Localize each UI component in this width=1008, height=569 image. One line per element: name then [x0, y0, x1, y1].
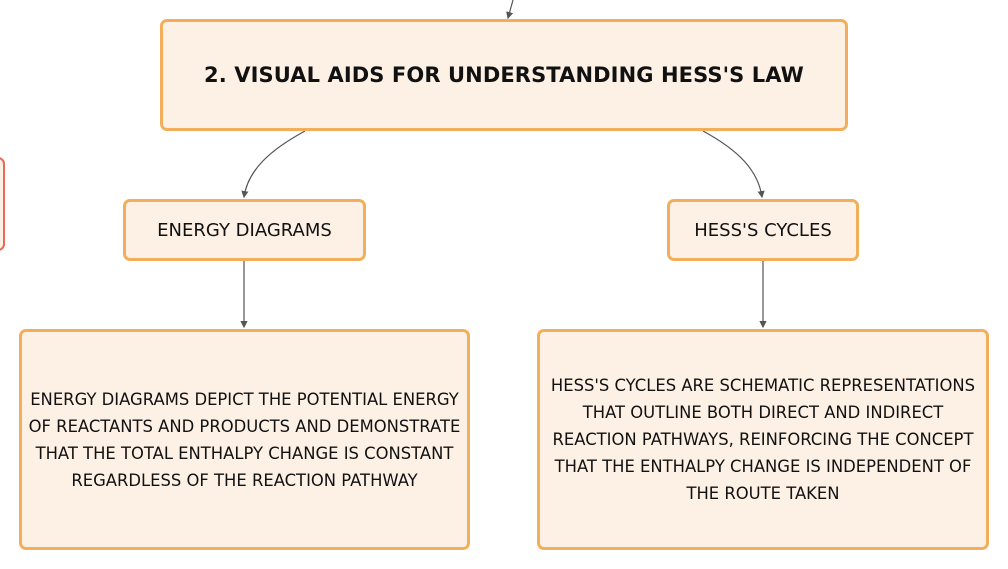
detail-node-hess-cycles[interactable]: HESS'S CYCLES ARE SCHEMATIC REPRESENTATI… [537, 329, 989, 550]
connector-title-to-energy-diagrams [241, 130, 306, 199]
subtopic-node-hess-cycles[interactable]: HESS'S CYCLES [667, 199, 859, 261]
subtopic-node-energy-diagrams[interactable]: ENERGY DIAGRAMS [123, 199, 366, 261]
detail-node-energy-diagrams[interactable]: ENERGY DIAGRAMS DEPICT THE POTENTIAL ENE… [19, 329, 470, 550]
subtopic-node-label: ENERGY DIAGRAMS [157, 219, 332, 241]
subtopic-node-label: HESS'S CYCLES [694, 219, 832, 241]
detail-node-text: ENERGY DIAGRAMS DEPICT THE POTENTIAL ENE… [28, 389, 461, 490]
detail-node-text: HESS'S CYCLES ARE SCHEMATIC REPRESENTATI… [550, 376, 976, 503]
topic-node-visual-aids[interactable]: 2. VISUAL AIDS FOR UNDERSTANDING HESS'S … [160, 19, 848, 131]
topic-node-label: 2. VISUAL AIDS FOR UNDERSTANDING HESS'S … [204, 63, 804, 87]
connector-from-parent [506, 0, 514, 20]
offscreen-node-edge[interactable] [0, 157, 5, 251]
connector-title-to-hess-cycles [702, 130, 765, 199]
